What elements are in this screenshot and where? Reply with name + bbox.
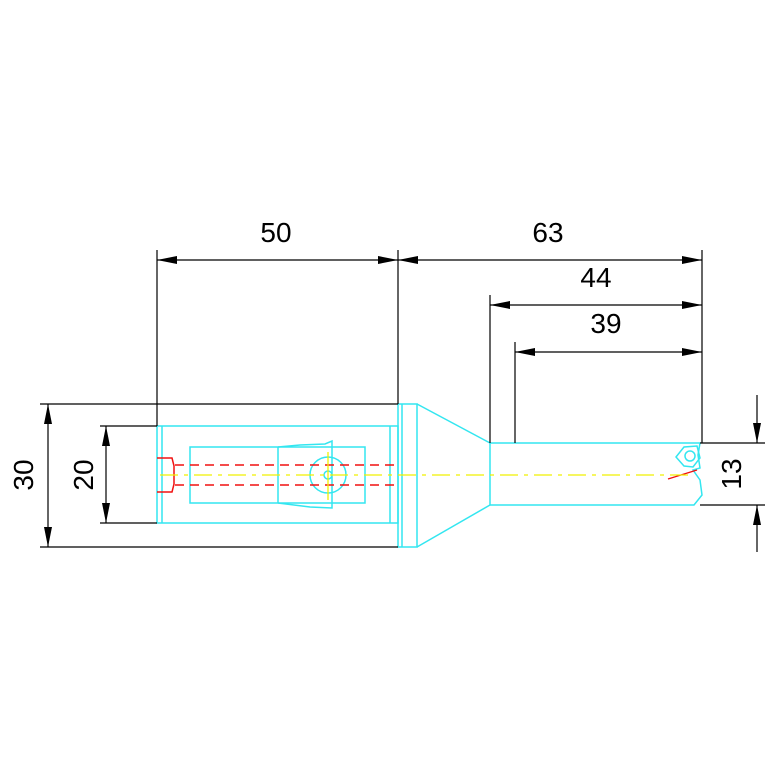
tool-body bbox=[156, 403, 703, 548]
dim-label-44: 44 bbox=[580, 262, 611, 293]
dim-label-13: 13 bbox=[716, 458, 747, 489]
dim-label-39: 39 bbox=[590, 308, 621, 339]
dim-label-20: 20 bbox=[68, 459, 99, 490]
dim-label-50: 50 bbox=[260, 217, 291, 248]
dim-label-30: 30 bbox=[8, 459, 39, 490]
dimension-lines bbox=[44, 256, 761, 552]
dim-label-63: 63 bbox=[532, 217, 563, 248]
extension-lines bbox=[40, 250, 765, 548]
boring-bar-outline bbox=[489, 442, 703, 506]
insert-icon bbox=[675, 445, 701, 468]
